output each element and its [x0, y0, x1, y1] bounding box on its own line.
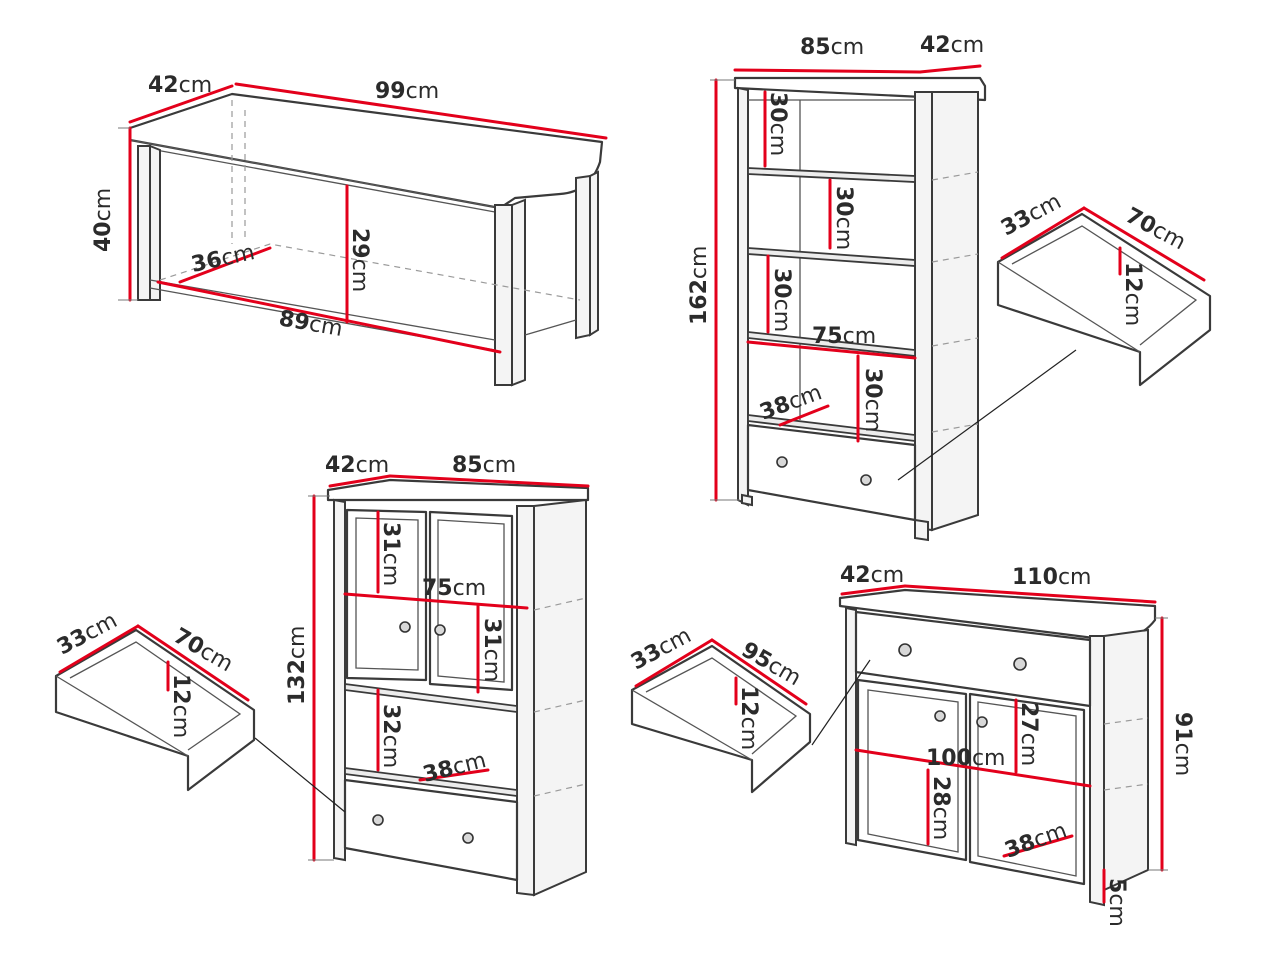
bookcase-labels: 85cm 42cm 162cm 30cm 30cm 30cm 75cm 30cm… [687, 33, 984, 432]
bench-height-label: 40cm [91, 188, 116, 252]
cabinet-upper-2-label: 31cm [479, 618, 504, 682]
bench-drawing [118, 82, 608, 387]
sideboard-height-label: 91cm [1170, 712, 1195, 776]
sideboard-upper-label: 27cm [1016, 702, 1041, 766]
bookcase-shelf-2-label: 30cm [831, 186, 856, 250]
bookcase-drawer-width-label: 70cm [1121, 203, 1189, 255]
cabinet-drawer-depth-label: 33cm [53, 608, 121, 660]
cabinet-lower-label: 32cm [378, 704, 403, 768]
sideboard-drawer-drawing [630, 638, 812, 794]
bench-inner-width-label: 89cm [277, 306, 345, 342]
bookcase-width-label: 85cm [800, 35, 864, 60]
bookcase-shelf-3-label: 30cm [769, 268, 794, 332]
sideboard-inner-width-label: 100cm [926, 746, 1005, 771]
sideboard-leg-label: 5cm [1104, 878, 1129, 927]
sideboard-drawer-height-label: 12cm [736, 686, 761, 750]
cabinet-width-label: 85cm [452, 453, 516, 478]
bookcase-shelf-1-label: 30cm [765, 92, 790, 156]
sideboard-drawing [811, 584, 1168, 907]
sideboard-drawer-depth-label: 33cm [627, 623, 695, 675]
bench-depth-label: 42cm [148, 73, 212, 98]
cabinet-inner-width-label: 75cm [422, 576, 486, 601]
sideboard-labels: 42cm 110cm 91cm 27cm 100cm 28cm 38cm 5cm [840, 563, 1195, 927]
cabinet-upper-1-label: 31cm [378, 522, 403, 586]
bookcase-depth-label: 42cm [920, 33, 984, 58]
cabinet-height-label: 132cm [285, 626, 310, 705]
bookcase-inner-width-label: 75cm [812, 324, 876, 349]
cabinet-drawer-drawing [54, 624, 256, 792]
sideboard-drawer-width-label: 95cm [737, 638, 805, 692]
bookcase-drawer-depth-label: 33cm [997, 189, 1065, 241]
sideboard-lower-label: 28cm [928, 776, 953, 840]
cabinet-labels: 42cm 85cm 132cm 31cm 75cm 31cm 32cm 38cm [285, 453, 516, 788]
cabinet-drawer-height-label: 12cm [168, 674, 193, 738]
bench-width-label: 99cm [375, 79, 439, 104]
bookcase-shelf-4-label: 30cm [860, 368, 885, 432]
sideboard-depth-label: 42cm [840, 563, 904, 588]
cabinet-drawing [254, 474, 590, 897]
bookcase-drawer-labels: 33cm 70cm 12cm [997, 189, 1189, 326]
sideboard-width-label: 110cm [1012, 565, 1091, 590]
bookcase-drawer-drawing [996, 206, 1212, 387]
bench-inner-height-label: 29cm [347, 228, 372, 292]
sideboard-inner-depth-label: 38cm [1002, 818, 1071, 863]
bench-inner-depth-label: 36cm [189, 240, 257, 278]
bookcase-height-label: 162cm [687, 246, 712, 325]
bookcase-drawer-height-label: 12cm [1120, 262, 1145, 326]
cabinet-depth-label: 42cm [325, 453, 389, 478]
bookcase-inner-depth-label: 38cm [757, 380, 826, 425]
bookcase-drawing [710, 64, 1077, 542]
